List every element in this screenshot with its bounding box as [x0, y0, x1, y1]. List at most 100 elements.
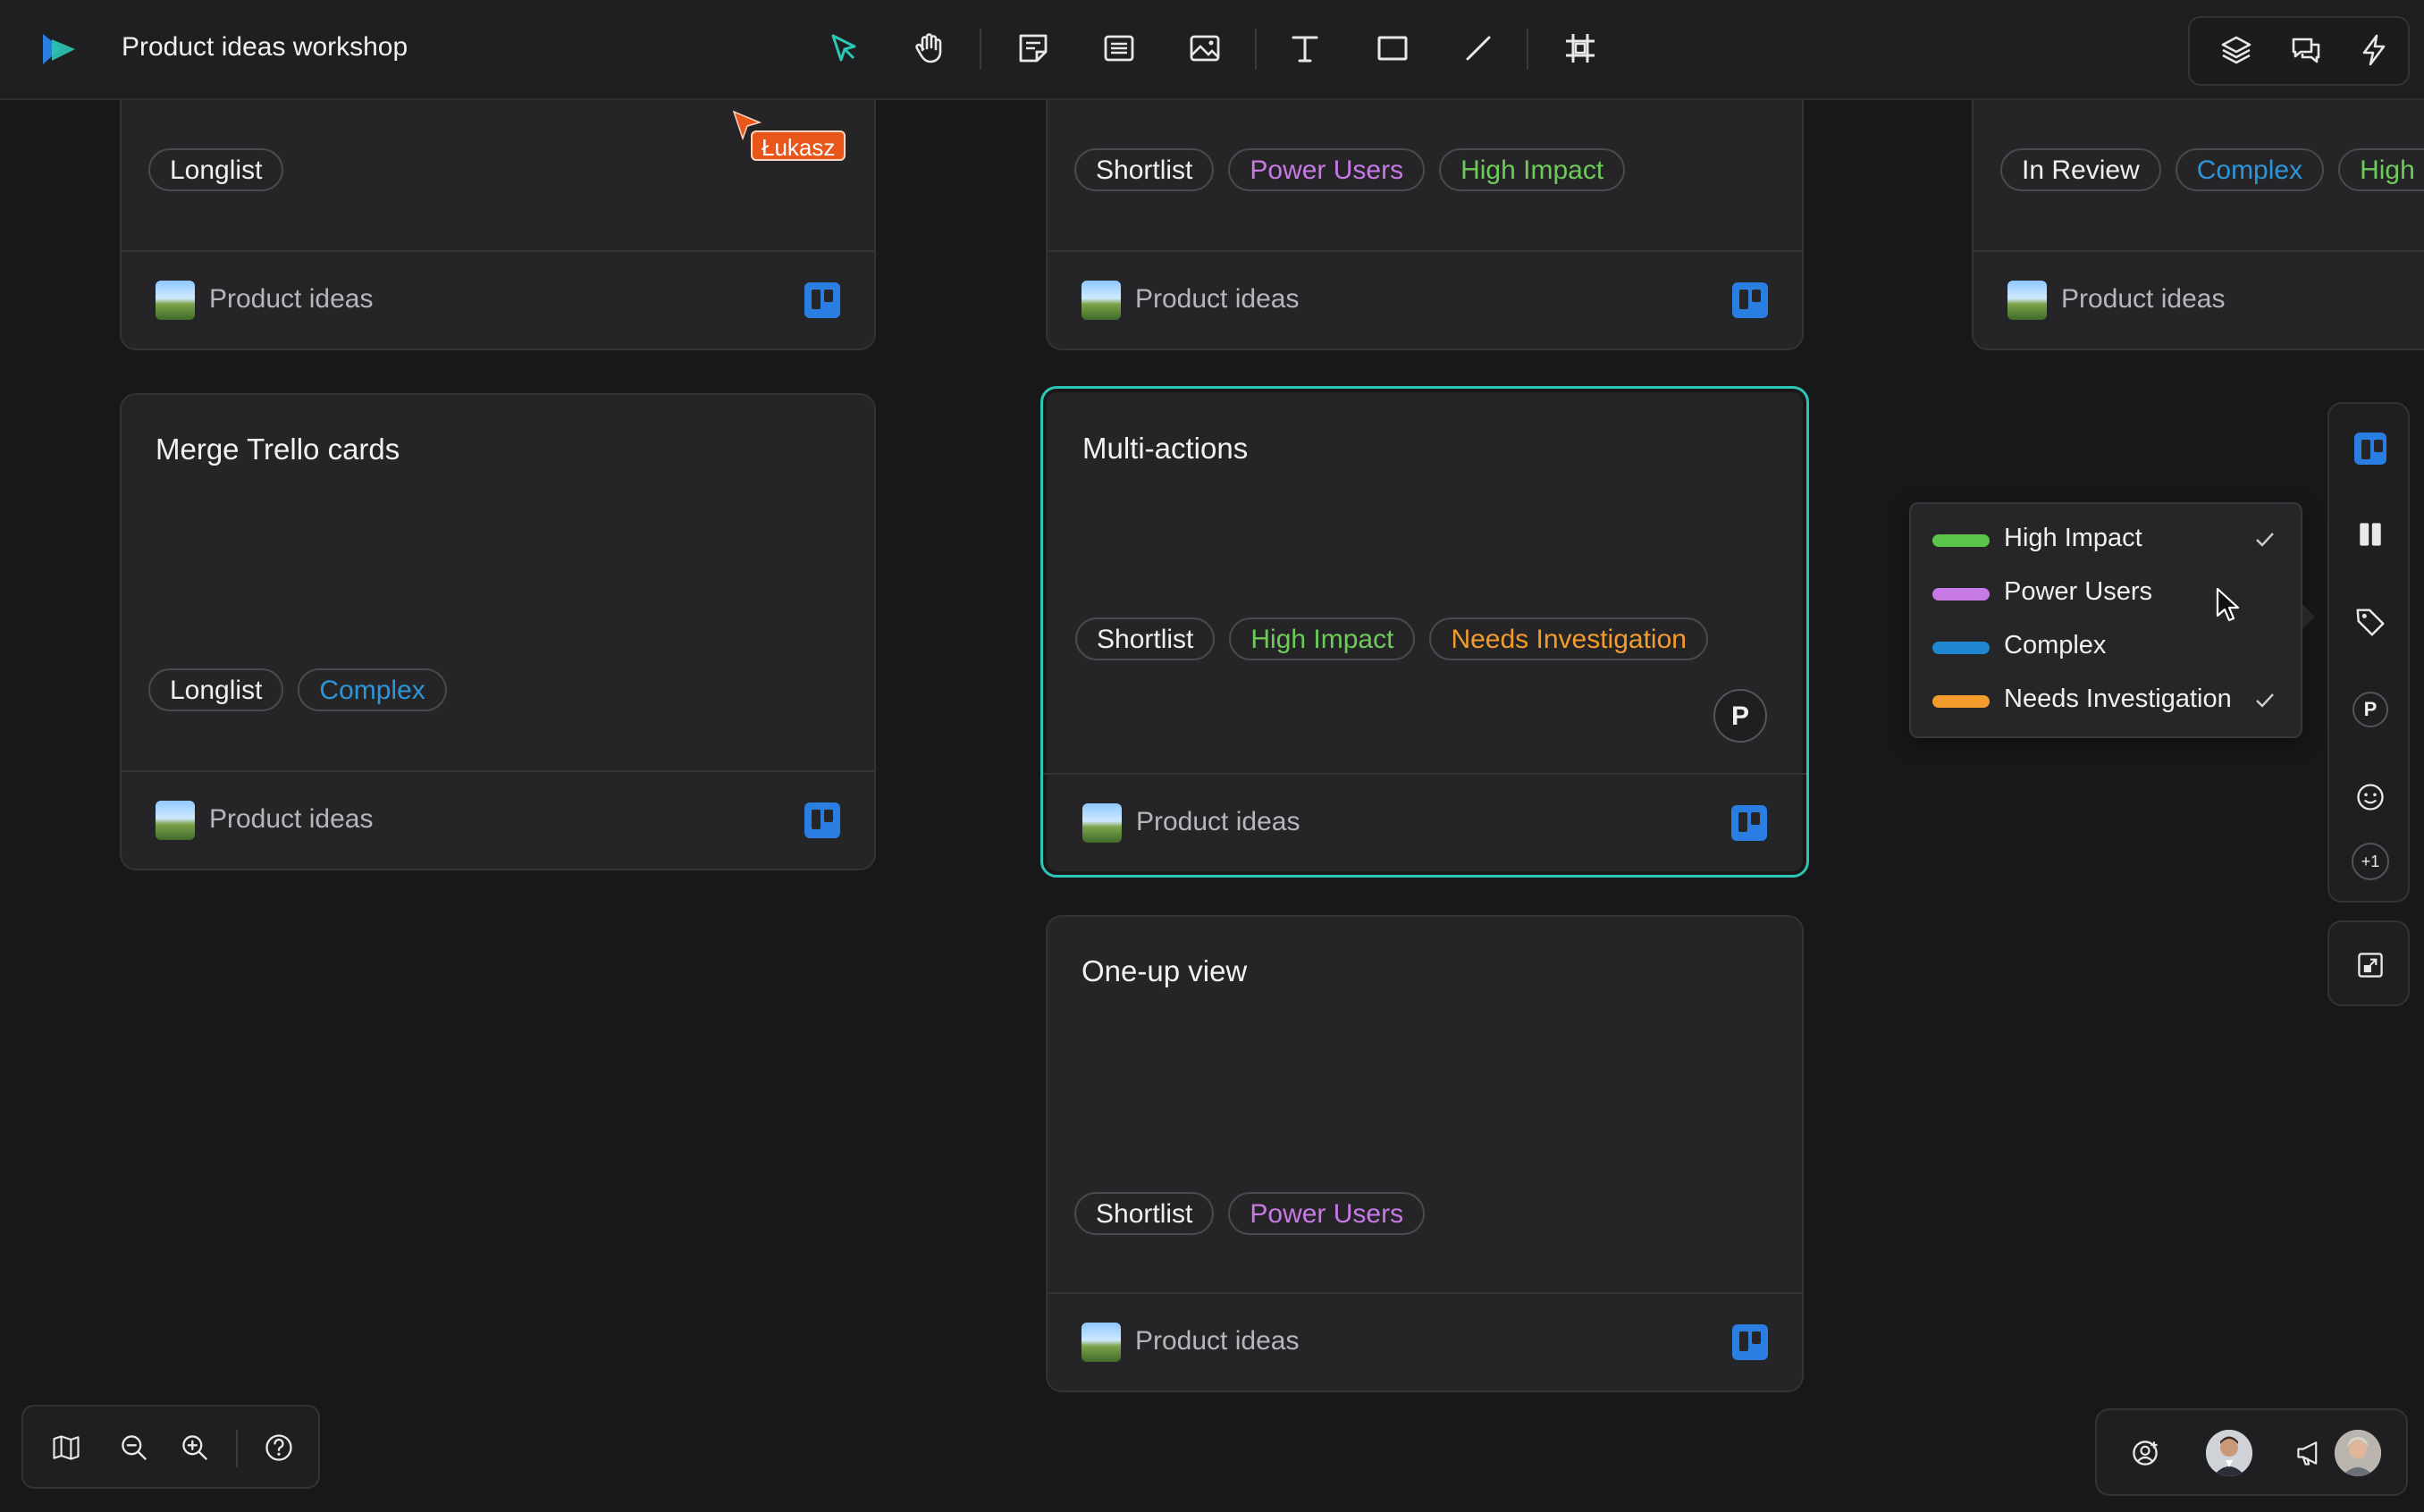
layers-button[interactable]: [2211, 25, 2261, 75]
card-footer: Product ideas: [1974, 250, 2424, 349]
tag-menu-item-complex[interactable]: Complex: [1932, 627, 2283, 667]
list-column-button[interactable]: [2349, 513, 2392, 556]
card[interactable]: Longlist Product ideas: [120, 54, 876, 350]
board-thumbnail: [156, 281, 195, 320]
tag-power-users[interactable]: Power Users: [1228, 1192, 1426, 1235]
actions-button[interactable]: [2349, 25, 2399, 75]
tag-shortlist[interactable]: Shortlist: [1074, 1192, 1215, 1235]
tag-power-users[interactable]: Power Users: [1228, 148, 1426, 191]
tag-shortlist[interactable]: Shortlist: [1074, 148, 1215, 191]
zoom-controls: [21, 1405, 320, 1489]
card[interactable]: One-up view Shortlist Power Users Produc…: [1046, 915, 1804, 1392]
trello-icon[interactable]: [804, 802, 840, 838]
trello-icon[interactable]: [1732, 1324, 1768, 1360]
card-title[interactable]: Merge Trello cards: [156, 433, 400, 466]
tag-menu-item-needs-investigation[interactable]: Needs Investigation: [1932, 681, 2283, 720]
help-button[interactable]: [257, 1426, 300, 1469]
sticky-note-tool-button[interactable]: [1008, 23, 1058, 73]
card-title[interactable]: Multi-actions: [1082, 432, 1249, 465]
more-count: +1: [2352, 843, 2389, 880]
select-tool-button[interactable]: [819, 23, 869, 73]
tag-needs-investigation[interactable]: Needs Investigation: [1429, 617, 1708, 660]
tag-menu-item-power-users[interactable]: Power Users: [1932, 574, 2283, 613]
trello-board-button[interactable]: [2349, 427, 2392, 470]
board-name[interactable]: Product ideas: [1135, 1326, 1300, 1356]
zoom-out-button[interactable]: [113, 1426, 156, 1469]
board-thumbnail: [1082, 803, 1122, 843]
tag-color-swatch: [1932, 642, 1990, 654]
card-context-toolbar: P +1: [2327, 402, 2410, 903]
tag-menu-label: High Impact: [2004, 524, 2142, 552]
tag-menu-label: Needs Investigation: [2004, 685, 2232, 713]
shape-tool-button[interactable]: [1368, 23, 1418, 73]
tag-in-review[interactable]: In Review: [2000, 148, 2161, 191]
megaphone-icon: [2297, 1441, 2318, 1466]
line-tool-button[interactable]: [1453, 23, 1503, 73]
tag-high-impact[interactable]: High Impact: [2338, 148, 2424, 191]
more-members-button[interactable]: +1: [2349, 840, 2392, 883]
card[interactable]: Shortlist Power Users High Impact Produc…: [1046, 54, 1804, 350]
tag-color-swatch: [1932, 534, 1990, 547]
frame-tool-button[interactable]: [1555, 23, 1605, 73]
card-footer: Product ideas: [1048, 1292, 1802, 1390]
card-footer: Product ideas: [1048, 250, 1802, 349]
board-name[interactable]: Product ideas: [2061, 284, 2226, 314]
tag-complex[interactable]: Complex: [298, 668, 447, 711]
tag-longlist[interactable]: Longlist: [148, 668, 284, 711]
card-footer: Product ideas: [1043, 773, 1806, 875]
tag-complex[interactable]: Complex: [2175, 148, 2325, 191]
card-tags: Longlist: [148, 148, 284, 191]
card-title[interactable]: One-up view: [1082, 954, 1248, 987]
card-selected[interactable]: Multi-actions Shortlist High Impact Need…: [1040, 386, 1809, 878]
reaction-button[interactable]: [2349, 776, 2392, 819]
frame-icon: [1566, 34, 1595, 63]
follow-presenter-button[interactable]: [2288, 1432, 2331, 1474]
trello-icon[interactable]: [1731, 805, 1767, 841]
user-avatar[interactable]: [2335, 1430, 2381, 1476]
avatar-photo-icon: [2335, 1430, 2381, 1476]
sticky-note-icon: [1019, 34, 1048, 63]
comments-button[interactable]: [2281, 25, 2331, 75]
tag-high-impact[interactable]: High Impact: [1439, 148, 1626, 191]
zoom-divider: [236, 1430, 238, 1467]
tag-menu-pointer: [2302, 604, 2315, 629]
hand-tool-button[interactable]: [905, 23, 955, 73]
card-footer: Product ideas: [122, 250, 874, 349]
pointer-icon: [831, 34, 856, 62]
tags-button[interactable]: [2349, 601, 2392, 643]
rectangle-icon: [1377, 36, 1408, 61]
assignee-button[interactable]: P: [2349, 688, 2392, 731]
minimap-button[interactable]: [45, 1426, 88, 1469]
lightning-icon: [2362, 34, 2386, 66]
board-name[interactable]: Product ideas: [1135, 284, 1300, 314]
board-name[interactable]: Product ideas: [209, 804, 374, 834]
text-tool-button[interactable]: [1280, 23, 1330, 73]
invite-button[interactable]: [2124, 1432, 2167, 1474]
tag-longlist[interactable]: Longlist: [148, 148, 284, 191]
top-bar: Product ideas workshop: [0, 0, 2424, 100]
tag-high-impact[interactable]: High Impact: [1229, 617, 1416, 660]
zoom-in-button[interactable]: [173, 1426, 216, 1469]
add-user-icon: [2133, 1441, 2158, 1466]
trello-icon[interactable]: [804, 282, 840, 318]
user-avatar[interactable]: [2206, 1430, 2252, 1476]
toolbar-divider: [980, 29, 981, 70]
board-name[interactable]: Product ideas: [1136, 807, 1300, 836]
board-thumbnail: [156, 801, 195, 840]
hand-icon: [915, 33, 942, 63]
board-thumbnail: [1082, 281, 1121, 320]
tag-shortlist[interactable]: Shortlist: [1075, 617, 1216, 660]
document-title[interactable]: Product ideas workshop: [122, 32, 408, 62]
panel-toggle-group: [2188, 16, 2410, 86]
card-tags: In Review Complex High Impact: [2000, 148, 2424, 191]
card-tool-button[interactable]: [1094, 23, 1144, 73]
card-footer: Product ideas: [122, 770, 874, 869]
assignee-avatar[interactable]: P: [1713, 689, 1767, 743]
board-name[interactable]: Product ideas: [209, 284, 374, 314]
expand-card-button[interactable]: [2349, 944, 2392, 987]
trello-icon[interactable]: [1732, 282, 1768, 318]
app-logo-icon[interactable]: [39, 30, 77, 68]
image-tool-button[interactable]: [1180, 23, 1230, 73]
tag-menu-item-high-impact[interactable]: High Impact: [1932, 520, 2283, 559]
card[interactable]: Merge Trello cards Longlist Complex Prod…: [120, 393, 876, 870]
